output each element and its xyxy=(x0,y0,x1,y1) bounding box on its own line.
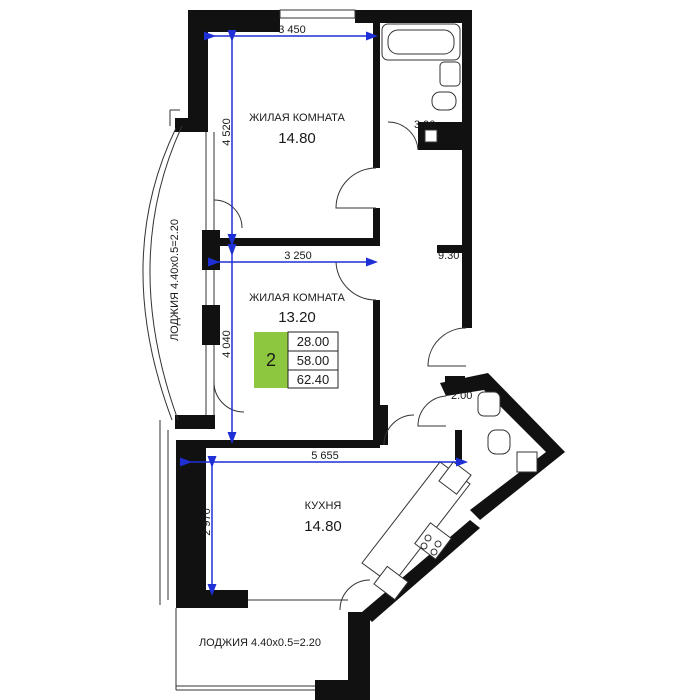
dim-top-width: 3 450 xyxy=(278,24,306,36)
door-bath xyxy=(387,121,419,151)
wall-left-mid1 xyxy=(202,230,220,270)
dim-mid-width: 3 250 xyxy=(284,250,312,262)
wall-wc-left xyxy=(455,430,462,460)
loggia-bottom xyxy=(175,599,348,691)
wall-bottom-block xyxy=(315,680,355,700)
wall-left-upper xyxy=(188,10,208,132)
wall-kitchen-bottom-left xyxy=(176,590,248,608)
room-kitchen-name: КУХНЯ xyxy=(305,500,342,512)
fixtures xyxy=(361,23,538,601)
total-area-value: 58.00 xyxy=(297,353,330,368)
wall-wc-top xyxy=(445,376,465,390)
room-living1-name: ЖИЛАЯ КОМНАТА xyxy=(249,112,345,124)
wall-left-lower xyxy=(175,415,215,429)
total-with-loggia-value: 62.40 xyxy=(297,372,330,387)
wall-partition-bath xyxy=(373,18,380,168)
room-living1-area: 14.80 xyxy=(278,130,316,147)
sink-wc xyxy=(477,391,501,417)
shower-wc xyxy=(516,451,538,473)
wall-partition-bath2 xyxy=(373,208,380,245)
wall-hall-stub xyxy=(437,245,462,253)
sink-bath xyxy=(439,61,461,87)
rooms-count: 2 xyxy=(266,350,276,370)
room-wc-area: 2.00 xyxy=(451,390,472,402)
dim-kitchen-width: 5 655 xyxy=(311,450,339,462)
door-left2 xyxy=(213,381,245,413)
dim-living1-height: 4 520 xyxy=(221,118,233,146)
rooms-count-badge xyxy=(254,332,288,388)
wall-kitchen-left xyxy=(176,440,206,600)
door-living1 xyxy=(335,167,377,209)
wall-partition-corridor xyxy=(373,300,380,445)
door-left1 xyxy=(213,199,243,229)
door-kitchen xyxy=(383,414,415,446)
room-hall-area: 9.30 xyxy=(438,250,459,262)
wall-living-divider xyxy=(212,238,380,246)
loggia-bottom-label: ЛОДЖИЯ 4.40x0.5=2.20 xyxy=(199,637,321,649)
kitchen-stove xyxy=(414,522,452,560)
loggia-side-label: ЛОДЖИЯ 4.40x0.5=2.20 xyxy=(169,219,181,341)
dimension-lines xyxy=(180,30,468,596)
loggia-side xyxy=(142,109,183,605)
dim-living2-height: 4 040 xyxy=(221,330,233,358)
door-wc xyxy=(417,395,447,427)
wall-bottom-right xyxy=(348,612,370,700)
room-bathroom-area: 3.90 xyxy=(414,119,435,131)
wall-top-right xyxy=(355,10,470,23)
wall-kitchen-top xyxy=(182,440,380,448)
living-area-value: 28.00 xyxy=(297,334,330,349)
room-living2-area: 13.20 xyxy=(278,309,316,326)
dim-kitchen-height: 2 970 xyxy=(201,508,213,536)
wall-kitchen-top2 xyxy=(380,405,388,445)
door-loggia-bottom xyxy=(339,579,371,611)
wall-top-left xyxy=(188,10,280,32)
room-living2-name: ЖИЛАЯ КОМНАТА xyxy=(249,292,345,304)
door-hall xyxy=(427,327,467,367)
wall-left-mid2 xyxy=(202,305,220,345)
wall-right-upper xyxy=(462,10,472,328)
toilet-bath xyxy=(431,91,457,111)
area-summary: 2 28.00 58.00 62.40 xyxy=(254,331,339,389)
walls xyxy=(175,9,565,700)
kitchen-sink xyxy=(438,461,472,495)
window-top xyxy=(279,9,356,19)
wall-left-nub1 xyxy=(175,118,208,132)
room-kitchen-area: 14.80 xyxy=(304,518,342,535)
toilet-wc xyxy=(487,429,511,455)
kitchen-fridge xyxy=(373,565,409,601)
